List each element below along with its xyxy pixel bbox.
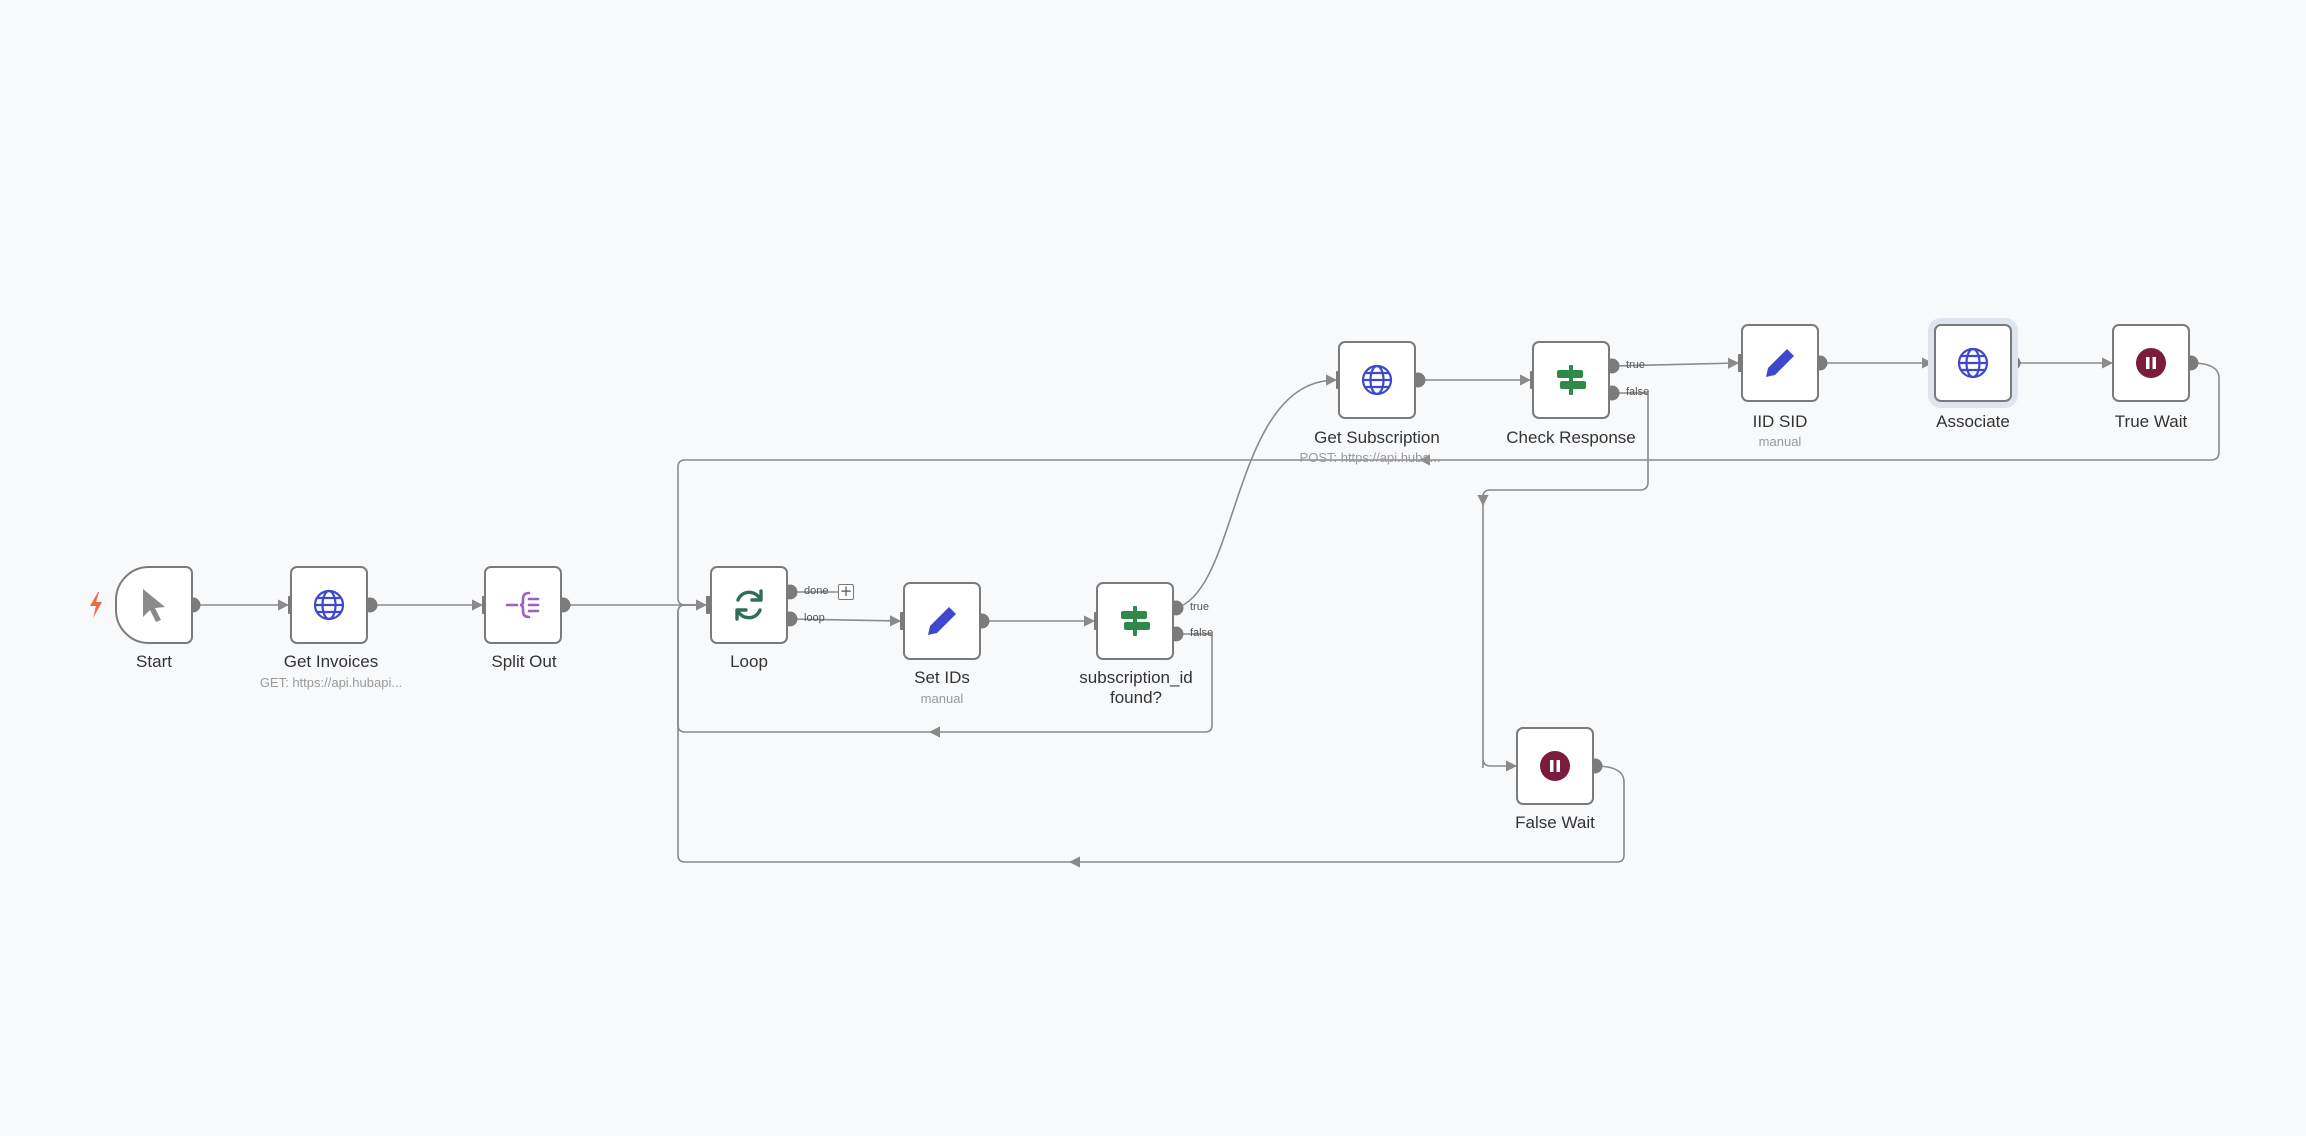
node-iid-sid-subtitle: manual <box>1758 434 1802 449</box>
node-loop[interactable] <box>710 566 788 644</box>
signpost-icon <box>1549 358 1593 402</box>
node-check-response[interactable] <box>1532 341 1610 419</box>
node-false-wait-label: False Wait <box>1515 813 1595 832</box>
refresh-icon <box>727 583 771 627</box>
node-get-subscription-subtitle: POST: https://api.huba... <box>1299 450 1441 465</box>
node-iid-sid-label: IID SID <box>1752 412 1808 431</box>
globe-icon <box>1355 358 1399 402</box>
node-associate-label: Associate <box>1936 412 2010 431</box>
wire-check-response-iid-sid <box>1611 357 1740 369</box>
node-set-ids[interactable] <box>903 582 981 660</box>
mouse-pointer-icon <box>132 583 176 627</box>
wire-check-response-false-wait <box>1482 392 1649 768</box>
node-get-subscription[interactable] <box>1338 341 1416 419</box>
globe-icon <box>307 583 351 627</box>
pause-icon <box>2129 341 2173 385</box>
node-true-wait[interactable] <box>2112 324 2190 402</box>
node-false-wait[interactable] <box>1516 727 1594 805</box>
node-subscription-found-label-line1: subscription_id <box>1079 668 1193 687</box>
wire-loop-set-ids <box>789 615 902 627</box>
loop-loop-port-label: loop <box>804 612 825 624</box>
pencil-icon <box>1758 341 1802 385</box>
loop-done-port-label: done <box>804 585 829 597</box>
signpost-icon <box>1113 599 1157 643</box>
wire-sub-found-get-subscription <box>1175 374 1338 609</box>
wire-false-wait-loop <box>677 604 1625 863</box>
check-response-false-port-label: false <box>1626 386 1650 398</box>
trigger-bolt-icon <box>88 592 104 623</box>
node-get-invoices-subtitle: GET: https://api.hubapi... <box>259 675 403 690</box>
node-get-invoices[interactable] <box>290 566 368 644</box>
node-split-out-label: Split Out <box>491 652 557 671</box>
node-split-out[interactable] <box>484 566 562 644</box>
node-start-label: Start <box>136 652 172 671</box>
node-associate[interactable] <box>1934 324 2012 402</box>
pencil-icon <box>920 599 964 643</box>
node-true-wait-label: True Wait <box>2114 412 2188 431</box>
add-node-button[interactable]: + <box>838 582 854 600</box>
node-subscription-found-label-line2: found? <box>1110 688 1162 707</box>
node-start[interactable] <box>115 566 193 644</box>
node-loop-label: Loop <box>730 652 768 671</box>
node-set-ids-label: Set IDs <box>914 668 970 687</box>
sub-found-false-port-label: false <box>1190 627 1214 639</box>
sub-found-true-port-label: true <box>1190 601 1209 613</box>
globe-icon <box>1951 341 1995 385</box>
split-out-icon <box>501 583 545 627</box>
check-response-true-port-label: true <box>1626 359 1645 371</box>
node-subscription-found[interactable] <box>1096 582 1174 660</box>
node-subscription-found-label: subscription_id found? <box>1036 668 1236 708</box>
node-check-response-label: Check Response <box>1506 428 1636 447</box>
pause-icon <box>1533 744 1577 788</box>
node-get-invoices-label: Get Invoices <box>283 652 379 671</box>
wire-true-wait-loop <box>677 362 2220 606</box>
node-iid-sid[interactable] <box>1741 324 1819 402</box>
node-get-subscription-label: Get Subscription <box>1314 428 1440 447</box>
node-set-ids-subtitle: manual <box>920 691 964 706</box>
